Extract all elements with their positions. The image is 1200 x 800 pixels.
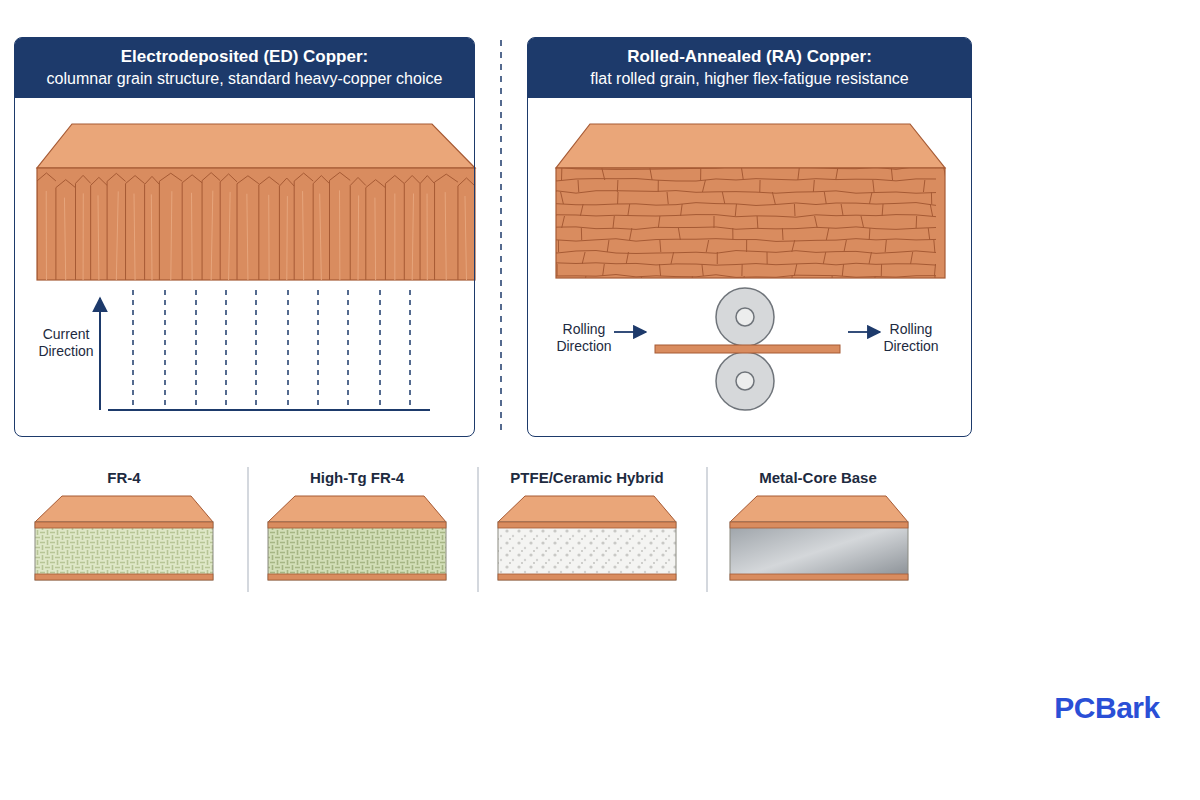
panel-subtitle: flat rolled grain, higher flex-fatigue r… bbox=[538, 68, 961, 90]
direction-label: Rolling Direction bbox=[549, 321, 619, 355]
panel-title: Electrodeposited (ED) Copper: bbox=[25, 46, 464, 68]
material-label: Metal-Core Base bbox=[759, 469, 877, 486]
panel-subtitle: columnar grain structure, standard heavy… bbox=[25, 68, 464, 90]
panel-header: Rolled-Annealed (RA) Copper:flat rolled … bbox=[528, 38, 971, 98]
panel-box: Rolled-Annealed (RA) Copper:flat rolled … bbox=[527, 37, 972, 437]
direction-label: Current Direction bbox=[26, 326, 106, 360]
direction-label: Rolling Direction bbox=[876, 321, 946, 355]
panel-header: Electrodeposited (ED) Copper:columnar gr… bbox=[15, 38, 474, 98]
logo-watermark: PCBark bbox=[1054, 699, 1159, 716]
panel-title: Rolled-Annealed (RA) Copper: bbox=[538, 46, 961, 68]
material-label: FR-4 bbox=[107, 469, 140, 486]
material-label: High-Tg FR-4 bbox=[310, 469, 404, 486]
panel-box: Electrodeposited (ED) Copper:columnar gr… bbox=[14, 37, 475, 437]
material-label: PTFE/Ceramic Hybrid bbox=[510, 469, 663, 486]
